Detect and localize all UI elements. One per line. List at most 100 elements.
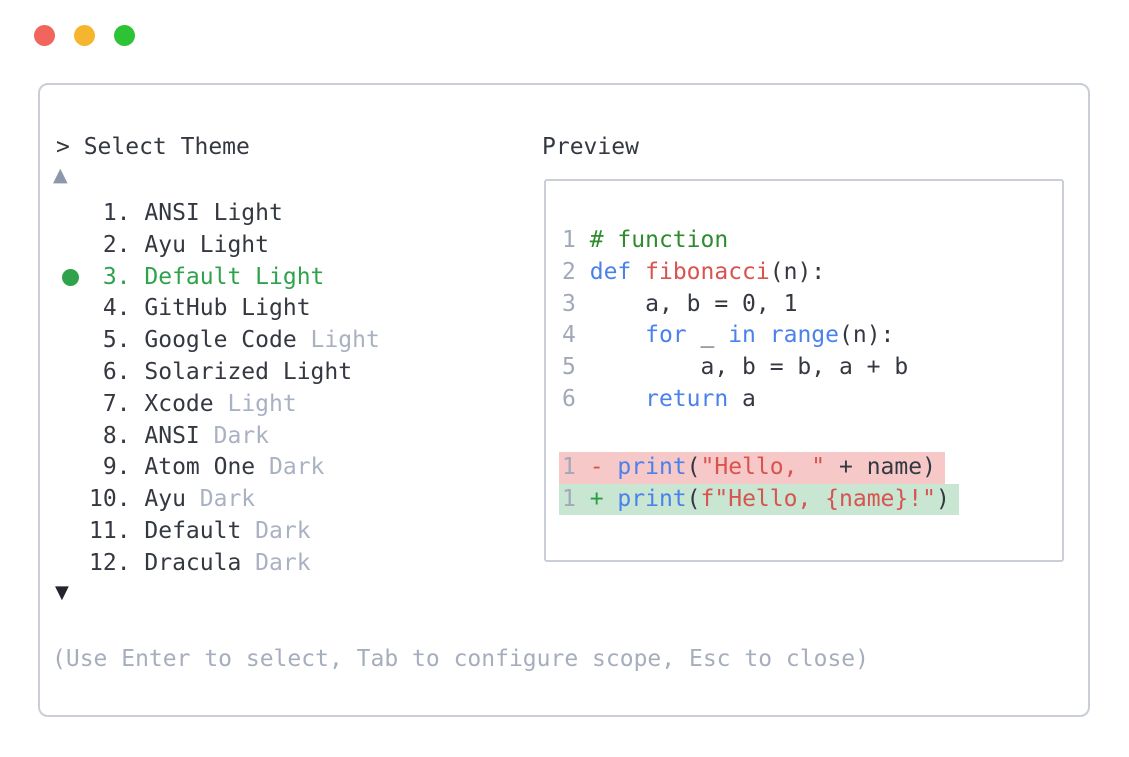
line-number: 1 — [562, 453, 576, 480]
theme-variant: Dark — [185, 486, 256, 513]
line-number: 1 — [562, 485, 576, 512]
code-segment-plain: ( — [686, 485, 701, 512]
theme-item-label: GitHub Light — [144, 293, 310, 325]
code-segment-name: fibonacci — [645, 258, 770, 285]
theme-item-12[interactable]: 12. Dracula Dark — [40, 548, 568, 580]
theme-item-1[interactable]: 1. ANSI Light — [40, 198, 568, 230]
traffic-lights — [34, 25, 135, 46]
line-number: 1 — [562, 227, 576, 253]
code-segment-plain — [631, 259, 645, 285]
theme-item-label: Solarized Light — [144, 357, 352, 389]
code-segment-plain — [590, 386, 645, 412]
code-line-2: 2 def fibonacci(n): — [546, 257, 1062, 289]
code-segment-minus: - — [589, 453, 618, 480]
line-number: 5 — [562, 354, 576, 381]
theme-item-number: 9. — [102, 454, 131, 481]
code-segment-string: "Hello, " — [700, 453, 826, 480]
theme-item-number: 12. — [89, 549, 131, 576]
theme-item-number: 10. — [89, 486, 131, 513]
code-segment-keyword: def — [589, 258, 632, 285]
theme-name: ANSI — [144, 422, 200, 449]
theme-variant: Dark — [241, 549, 311, 576]
theme-name: Atom One — [144, 454, 256, 481]
code-segment-keyword: print — [617, 453, 687, 480]
zoom-button[interactable] — [114, 25, 135, 46]
theme-item-number: 2. — [102, 231, 131, 258]
code-segment-plain: (n): — [769, 258, 826, 285]
theme-item-label: ANSI Light — [144, 198, 282, 230]
code-segment-plain: a, b = b, a + b — [589, 354, 909, 381]
code-line-4: 4 for _ in range(n): — [546, 320, 1062, 352]
diff-highlight-removed: 1 - print("Hello, " + name) — [559, 451, 945, 484]
theme-item-6[interactable]: 6. Solarized Light — [40, 357, 568, 389]
theme-name: Dracula — [144, 549, 242, 576]
code-segment-keyword: range — [769, 322, 840, 349]
theme-variant: Dark — [241, 517, 311, 544]
code-line-3: 3 a, b = 0, 1 — [546, 289, 1062, 321]
theme-name: GitHub Light — [144, 295, 311, 322]
code-segment-plain — [590, 322, 645, 348]
theme-name: Xcode — [144, 390, 214, 417]
theme-variant: Light — [213, 390, 297, 417]
theme-item-8[interactable]: 8. ANSI Dark — [40, 421, 568, 453]
theme-name: ANSI Light — [144, 200, 283, 226]
theme-name: Default Light — [144, 263, 325, 290]
theme-variant: Light — [296, 327, 380, 354]
theme-item-label: Dracula Dark — [144, 548, 310, 580]
code-segment-plain: a — [728, 385, 756, 412]
theme-item-label: Ayu Light — [144, 230, 269, 262]
theme-item-label: ANSI Dark — [144, 421, 269, 453]
theme-item-5[interactable]: 5.Google Code Light — [40, 325, 568, 357]
theme-item-number: 4. — [102, 295, 131, 322]
code-segment-plain: + name) — [825, 453, 936, 480]
diff-line-added: 1 + print(f"Hello, {name}!") — [546, 483, 1062, 516]
theme-item-3[interactable]: 3. Default Light — [40, 262, 568, 294]
theme-item-10[interactable]: 10. Ayu Dark — [40, 484, 568, 516]
code-line-1: 1 # function — [546, 225, 1062, 257]
code-segment-plain: _ — [686, 322, 729, 349]
code-segment-plain: ) — [935, 485, 950, 512]
code-segment-keyword: for — [645, 322, 687, 349]
code-segment-plain: ( — [686, 453, 701, 480]
theme-variant: Dark — [255, 454, 325, 481]
line-number: 6 — [562, 385, 576, 412]
scroll-up-icon[interactable]: ▲ — [53, 164, 68, 186]
theme-item-number: 3. — [102, 263, 131, 290]
code-segment-plain — [756, 322, 770, 348]
preview-label: Preview — [542, 134, 639, 160]
theme-name: Google Code — [144, 327, 297, 354]
code-segment-keyword: in — [728, 322, 756, 349]
theme-item-label: Default Dark — [144, 516, 310, 548]
theme-item-4[interactable]: 4. GitHub Light — [40, 293, 568, 325]
close-button[interactable] — [34, 25, 55, 46]
diff-line-removed: 1 - print("Hello, " + name) — [546, 451, 1062, 484]
code-segment-comment: # function — [589, 227, 729, 253]
theme-item-11[interactable]: 11. Default Dark — [40, 516, 568, 548]
scroll-down-icon[interactable]: ▼ — [55, 582, 69, 603]
code-segment-plain: (n): — [839, 322, 895, 349]
code-line-5: 5 a, b = b, a + b — [546, 352, 1062, 384]
theme-item-number: 6. — [102, 358, 131, 385]
theme-item-number: 7. — [102, 390, 131, 417]
theme-item-label: Google Code Light — [144, 325, 379, 357]
theme-name: Solarized Light — [144, 358, 353, 385]
theme-item-number: 1. — [102, 200, 131, 226]
minimize-button[interactable] — [74, 25, 95, 46]
theme-item-number: 11. — [89, 517, 131, 544]
theme-name: Ayu — [144, 486, 186, 513]
theme-name: Default — [144, 517, 242, 544]
theme-item-2[interactable]: 2. Ayu Light — [40, 230, 568, 262]
code-spacer — [546, 416, 1062, 452]
theme-item-label: Atom One Dark — [144, 452, 324, 484]
code-segment-plain: a, b = 0, 1 — [589, 290, 798, 317]
theme-item-7[interactable]: 7. Xcode Light — [40, 389, 568, 421]
theme-item-label: Xcode Light — [144, 389, 296, 421]
code-segment-keyword: return — [645, 385, 729, 412]
line-number: 3 — [562, 290, 576, 317]
theme-item-number: 8. — [102, 422, 131, 449]
theme-item-9[interactable]: 9. Atom One Dark — [40, 452, 568, 484]
